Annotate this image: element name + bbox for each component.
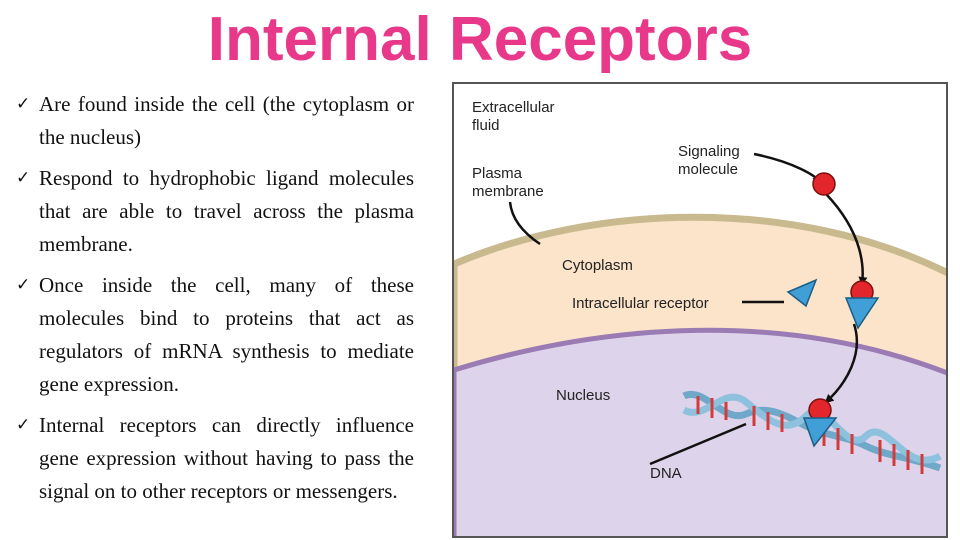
- arrow-to-molecule: [753, 152, 822, 184]
- bullet-text: Are found inside the cell (the cytoplasm…: [39, 92, 414, 149]
- label-nucleus: Nucleus: [556, 387, 610, 404]
- membrane-pointer: [508, 201, 541, 246]
- label-signaling-1: Signaling: [678, 143, 740, 160]
- label-extracellular-2: fluid: [472, 117, 500, 134]
- checkmark-icon: ✓: [16, 94, 31, 114]
- label-dna: DNA: [650, 465, 682, 482]
- label-intracellular-receptor: Intracellular receptor: [572, 295, 709, 312]
- receptor-dna-icon: [802, 417, 838, 448]
- arrow-to-nucleus: [824, 323, 859, 404]
- arrow-through-membrane: [825, 193, 868, 286]
- checkmark-icon: ✓: [16, 275, 31, 295]
- bullet-text: Internal receptors can directly influenc…: [39, 413, 414, 503]
- label-plasma-2: membrane: [472, 183, 544, 200]
- checkmark-icon: ✓: [16, 415, 31, 435]
- label-extracellular-1: Extracellular: [472, 99, 555, 116]
- bullet-item: ✓ Are found inside the cell (the cytopla…: [16, 88, 414, 154]
- checkmark-icon: ✓: [16, 168, 31, 188]
- dna-pointer: [649, 422, 747, 466]
- label-plasma-1: Plasma: [472, 165, 523, 182]
- bullet-item: ✓ Internal receptors can directly influe…: [16, 409, 414, 508]
- bullet-list: ✓ Are found inside the cell (the cytopla…: [16, 88, 414, 516]
- receptor-diagram: Extracellular fluid Plasma membrane Sign…: [452, 82, 948, 538]
- diagram-svg: Extracellular fluid Plasma membrane Sign…: [454, 99, 946, 536]
- bullet-text: Respond to hydrophobic ligand molecules …: [39, 166, 414, 256]
- bullet-item: ✓ Respond to hydrophobic ligand molecule…: [16, 162, 414, 261]
- signaling-molecule-icon: [812, 172, 836, 196]
- label-cytoplasm: Cytoplasm: [562, 257, 633, 274]
- bullet-text: Once inside the cell, many of these mole…: [39, 273, 414, 396]
- receptor-bound-icon: [844, 297, 880, 330]
- receptor-icon: [786, 278, 818, 308]
- slide-title: Internal Receptors: [207, 5, 753, 74]
- nucleus-region: [454, 327, 946, 536]
- label-signaling-2: molecule: [678, 161, 738, 178]
- bullet-item: ✓ Once inside the cell, many of these mo…: [16, 269, 414, 401]
